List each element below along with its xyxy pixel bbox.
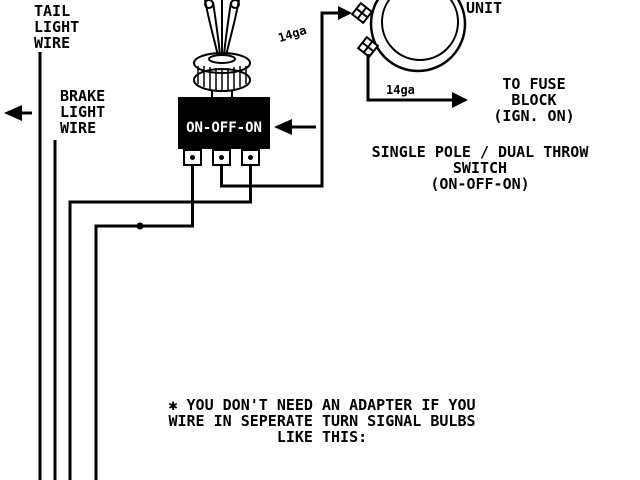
switch-right-terminal-wire — [68, 165, 252, 480]
wires — [38, 11, 452, 480]
switch-left-terminal-wire — [94, 165, 194, 480]
wire-junction-dot — [136, 222, 144, 230]
switch-mounting-nut — [193, 52, 251, 97]
brake-wire-pointer — [4, 105, 32, 121]
switch-terminals — [183, 149, 260, 166]
fuse-block-label: TO FUSE BLOCK (IGN. ON) — [493, 75, 575, 125]
flasher-spade-terminal-bottom — [356, 35, 380, 59]
note-text: ✱ YOU DON'T NEED AN ADAPTER IF YOU WIRE … — [168, 396, 476, 446]
switch-body-label: ON-OFF-ON — [186, 120, 262, 136]
switch-center-to-flasher-wire — [220, 11, 338, 188]
toggle-lever — [204, 0, 240, 57]
arrow-left-icon — [274, 119, 292, 135]
wire-gauge-label-2: 14ga — [386, 83, 415, 97]
arrow-right-icon — [452, 92, 468, 108]
brake-light-wire-label: BRAKE LIGHT WIRE — [60, 87, 106, 137]
flasher-spade-terminal-top — [350, 1, 374, 25]
arrow-right-icon — [338, 6, 352, 20]
switch-type-label: SINGLE POLE / DUAL THROW SWITCH (ON-OFF-… — [371, 143, 589, 193]
flasher-unit-label: UNIT — [466, 0, 503, 17]
switch-pointer — [274, 119, 316, 135]
flasher-to-fuse-wire — [366, 54, 452, 102]
tail-light-wire-label: TAIL LIGHT WIRE — [34, 2, 80, 52]
toggle-switch-body: ON-OFF-ON — [178, 97, 270, 149]
flasher-unit-body — [369, 0, 467, 73]
arrow-left-icon — [4, 105, 22, 121]
